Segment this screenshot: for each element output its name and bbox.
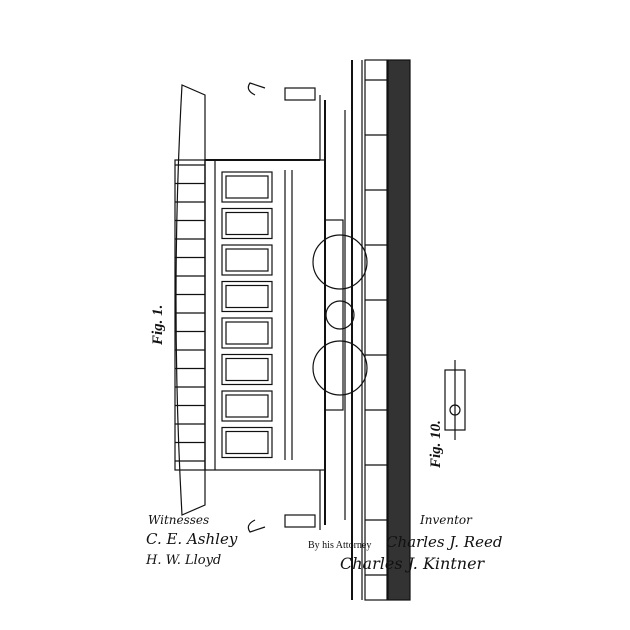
- witness-name: H. W. Lloyd: [146, 553, 222, 568]
- window: [221, 171, 273, 203]
- window: [221, 426, 273, 459]
- crank-front: [247, 82, 266, 96]
- car-windows: [221, 171, 273, 459]
- wheels: [312, 234, 368, 396]
- controller-front: [284, 87, 316, 101]
- window-pane: [225, 430, 269, 455]
- window: [221, 353, 273, 386]
- window-pane: [225, 284, 269, 309]
- window: [221, 317, 273, 349]
- truck-frame: [324, 219, 344, 411]
- track-conduit: [364, 59, 388, 601]
- car-body: [204, 159, 326, 471]
- window: [221, 207, 273, 240]
- window-pane: [225, 175, 269, 199]
- controller-rear: [284, 514, 316, 528]
- roof-ribs: [175, 164, 205, 462]
- witness-name: C. E. Ashley: [146, 530, 238, 548]
- window-pane: [225, 357, 269, 382]
- window: [221, 280, 273, 313]
- crank-rear: [247, 519, 266, 533]
- window-pane: [225, 321, 269, 345]
- attorney-prefix: By his Attorney: [308, 540, 372, 551]
- inventor-signature: Charles J. Reed: [386, 533, 503, 551]
- track-ties: [365, 79, 387, 576]
- window: [221, 390, 273, 422]
- attorney-signature: Charles J. Kintner: [340, 554, 485, 573]
- motor: [325, 300, 355, 330]
- window-pane: [225, 394, 269, 418]
- ground-hatching: [387, 59, 411, 601]
- fig-1-label: Fig. 1.: [150, 304, 166, 345]
- window-pane: [225, 211, 269, 236]
- inventor-heading: Inventor: [420, 513, 472, 527]
- fig-10-detail: [444, 360, 466, 440]
- car-roof: [175, 84, 206, 516]
- wheel: [312, 234, 368, 290]
- wheel: [312, 340, 368, 396]
- window-pane: [225, 248, 269, 272]
- fig-10-label: Fig. 10.: [428, 420, 444, 468]
- window: [221, 244, 273, 276]
- witnesses-heading: Witnesses: [148, 513, 210, 527]
